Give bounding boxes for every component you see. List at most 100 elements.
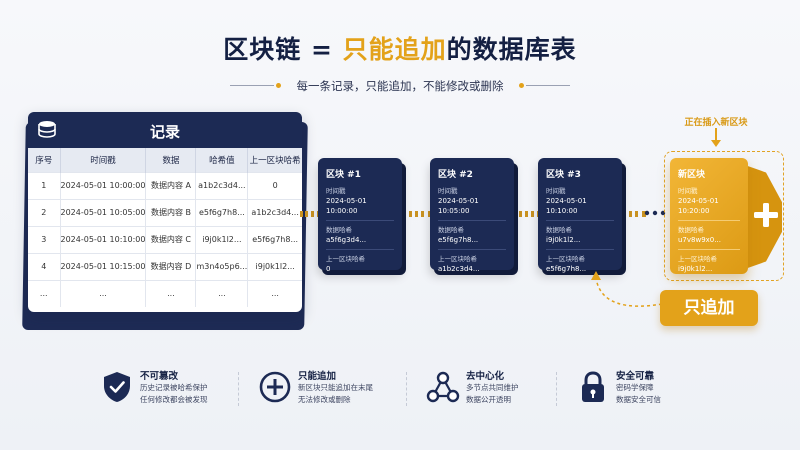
divider: [326, 220, 394, 221]
time-label: 时间戳: [546, 187, 566, 195]
divider: [438, 249, 506, 250]
time-label: 时间戳: [678, 187, 698, 195]
table-cell: e5f6g7h8...: [195, 198, 249, 226]
block-name: 区块 #1: [326, 170, 361, 180]
prev-hash-value: e5f6g7h8...: [546, 265, 587, 273]
page-title: 区块链 = 只能追加的数据库表: [0, 30, 800, 66]
table-cell: i9j0k1l2...: [247, 252, 302, 280]
hash-label: 数据哈希: [546, 226, 572, 234]
table-cell: ...: [145, 279, 197, 307]
table-row: 1 2024-05-01 10:00:00 数据内容 A a1b2c3d4...…: [28, 171, 302, 199]
column-header: 哈希值: [195, 148, 249, 172]
feature-decentralized: 去中心化 多节点共同维护数据公开透明: [426, 366, 596, 414]
time-value: 2024-05-01 10:00:00: [326, 197, 367, 215]
curved-arrow-icon: [591, 271, 663, 307]
feature-desc: 多节点共同维护数据公开透明: [466, 382, 519, 406]
feature-desc-line: 数据安全可信: [616, 395, 661, 404]
features-row: 不可篡改 历史记录被哈希保护任何修改都会被发现 只能追加 新区块只能追加在末尾无…: [0, 366, 800, 416]
prev-hash-label: 上一区块哈希: [438, 255, 477, 263]
feature-title: 不可篡改: [140, 371, 179, 382]
table-cell: 2024-05-01 10:15:00: [60, 252, 147, 280]
table-cell: 数据内容 C: [145, 225, 197, 253]
table-cell: 0: [247, 171, 302, 199]
table-cell: ...: [195, 279, 249, 307]
time-label: 时间戳: [326, 187, 346, 195]
subtitle: 每一条记录，只能追加，不能修改或删除: [296, 79, 504, 93]
table-row: 4 2024-05-01 10:15:00 数据内容 D m3n4o5p6...…: [28, 252, 302, 280]
table-cell: a1b2c3d4...: [247, 198, 302, 226]
ledger-book: 记录 序号 时间戳 数据 哈希值 上一区块哈希 1 2024-05-01 10:…: [28, 112, 302, 312]
feature-divider: [406, 372, 407, 406]
divider: [438, 220, 506, 221]
prev-hash-label: 上一区块哈希: [546, 255, 585, 263]
append-only-badge: 只追加: [660, 290, 758, 326]
feature-divider: [556, 372, 557, 406]
table-cell: i9j0k1l2...: [195, 225, 249, 253]
table-cell: 2024-05-01 10:05:00: [60, 198, 147, 226]
table-cell: 数据内容 B: [145, 198, 197, 226]
table-cell: ...: [60, 279, 147, 307]
chain-link-icon: [402, 211, 432, 217]
table-row: ... ... ... ... ...: [28, 279, 302, 307]
table-cell: 4: [28, 252, 61, 280]
hash-value: a5f6g3d4...: [326, 236, 367, 244]
subtitle-dot-left: [276, 82, 281, 88]
time-value: 2024-05-01 10:10:00: [546, 197, 587, 215]
inserting-label: 正在插入新区块: [684, 118, 748, 128]
plus-icon: [754, 203, 778, 227]
table-cell: 2: [28, 198, 61, 226]
feature-desc-line: 多节点共同维护: [466, 383, 519, 392]
feature-desc-line: 密码学保障: [616, 383, 654, 392]
divider: [546, 220, 614, 221]
hash-label: 数据哈希: [678, 226, 704, 234]
block-1: 区块 #1 时间戳 2024-05-01 10:00:00 数据哈希 a5f6g…: [318, 158, 402, 273]
divider: [678, 220, 740, 221]
block-name: 新区块: [678, 170, 706, 180]
time-value: 2024-05-01 10:20:00: [678, 197, 719, 215]
table-cell: 1: [28, 171, 61, 199]
feature-desc-line: 新区块只能追加在末尾: [298, 383, 373, 392]
feature-desc-line: 无法修改或删除: [298, 395, 351, 404]
time-value: 2024-05-01 10:05:00: [438, 197, 479, 215]
feature-desc-line: 历史记录被哈希保护: [140, 383, 208, 392]
table-cell: a1b2c3d4...: [195, 171, 249, 199]
block-3: 区块 #3 时间戳 2024-05-01 10:10:00 数据哈希 i9j0k…: [538, 158, 622, 273]
feature-append-only: 只能追加 新区块只能追加在末尾无法修改或删除: [258, 366, 428, 414]
block-2: 区块 #2 时间戳 2024-05-01 10:05:00 数据哈希 e5f6g…: [430, 158, 514, 273]
table-cell: m3n4o5p6...: [195, 252, 249, 280]
feature-desc-line: 任何修改都会被发现: [140, 395, 208, 404]
hash-value: e5f6g7h8...: [438, 236, 479, 244]
feature-title: 去中心化: [466, 371, 505, 382]
network-icon: [426, 371, 460, 403]
ledger-table: 序号 时间戳 数据 哈希值 上一区块哈希 1 2024-05-01 10:00:…: [28, 148, 302, 307]
divider: [546, 249, 614, 250]
database-icon: [38, 121, 56, 138]
prev-hash-label: 上一区块哈希: [678, 255, 717, 263]
table-cell: ...: [247, 279, 302, 307]
divider: [678, 249, 740, 250]
ledger-header: 记录: [28, 112, 302, 148]
feature-title: 安全可靠: [616, 371, 655, 382]
chain-link-icon: [514, 211, 540, 217]
prev-hash-value: i9j0k1l2...: [678, 265, 713, 273]
chain-link-icon: [300, 211, 320, 217]
prev-hash-value: 0: [326, 265, 331, 273]
table-cell: 2024-05-01 10:00:00: [60, 171, 147, 199]
column-header: 数据: [145, 148, 197, 172]
plus-circle-icon: [259, 371, 291, 403]
column-header: 序号: [28, 148, 61, 172]
hash-value: i9j0k1l2...: [546, 236, 581, 244]
prev-hash-value: a1b2c3d4...: [438, 265, 480, 273]
block-name: 区块 #2: [438, 170, 473, 180]
subtitle-line-left: [230, 85, 274, 86]
feature-divider: [238, 372, 239, 406]
feature-immutable: 不可篡改 历史记录被哈希保护任何修改都会被发现: [100, 366, 270, 414]
table-cell: 3: [28, 225, 61, 253]
arrow-down-icon: [711, 128, 721, 147]
table-cell: 数据内容 D: [145, 252, 197, 280]
table-cell: 数据内容 A: [145, 171, 197, 199]
feature-title: 只能追加: [298, 371, 337, 382]
table-row: 3 2024-05-01 10:10:00 数据内容 C i9j0k1l2...…: [28, 225, 302, 253]
ledger-title: 记录: [149, 123, 180, 141]
title-part-1: 区块链 =: [223, 35, 343, 64]
